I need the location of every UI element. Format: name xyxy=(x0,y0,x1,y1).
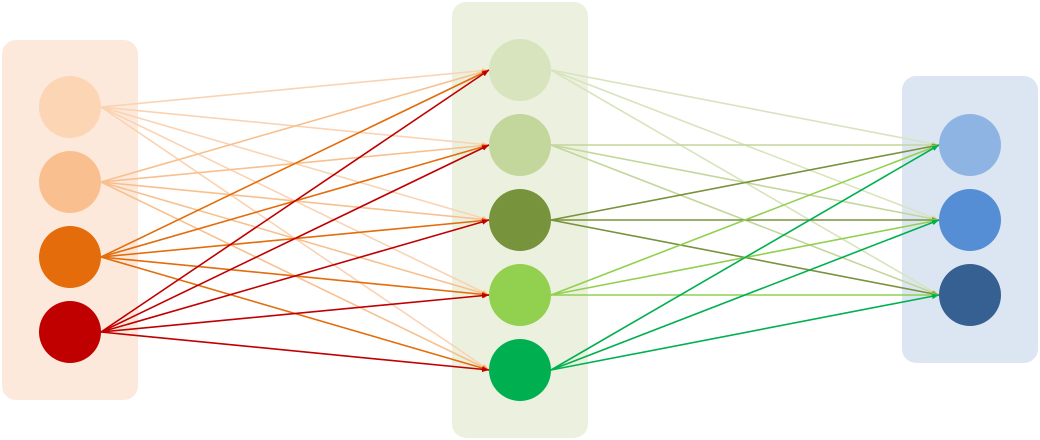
connection-input-3-to-hidden-4 xyxy=(100,331,490,373)
neuron-output-2 xyxy=(939,264,1001,326)
connection-hidden-2-to-output-0 xyxy=(550,143,940,221)
neuron-input-1 xyxy=(39,151,101,213)
neuron-hidden-0 xyxy=(489,39,551,101)
neuron-output-1 xyxy=(939,189,1001,251)
neuron-input-3 xyxy=(39,301,101,363)
connection-input-1-to-hidden-0 xyxy=(100,69,490,183)
connection-input-2-to-hidden-0 xyxy=(100,69,490,258)
neuron-input-0 xyxy=(39,76,101,138)
connection-input-3-to-hidden-1 xyxy=(100,144,490,333)
neuron-hidden-2 xyxy=(489,189,551,251)
neuron-hidden-4 xyxy=(489,339,551,401)
connection-input-0-to-hidden-0 xyxy=(100,67,490,108)
connections xyxy=(100,67,940,373)
neuron-hidden-3 xyxy=(489,264,551,326)
neuron-input-2 xyxy=(39,226,101,288)
neuron-hidden-1 xyxy=(489,114,551,176)
connection-input-3-to-hidden-3 xyxy=(100,292,490,333)
layer-box-input xyxy=(2,40,138,400)
connection-hidden-4-to-output-0 xyxy=(550,144,940,371)
connection-hidden-0-to-output-0 xyxy=(550,69,940,147)
neuron-output-0 xyxy=(939,114,1001,176)
connection-hidden-4-to-output-1 xyxy=(550,219,940,371)
connection-hidden-3-to-output-0 xyxy=(550,144,940,296)
neurons xyxy=(39,39,1001,401)
connection-input-3-to-hidden-0 xyxy=(100,69,490,333)
connection-input-3-to-hidden-2 xyxy=(100,219,490,333)
connection-hidden-4-to-output-2 xyxy=(550,293,940,371)
